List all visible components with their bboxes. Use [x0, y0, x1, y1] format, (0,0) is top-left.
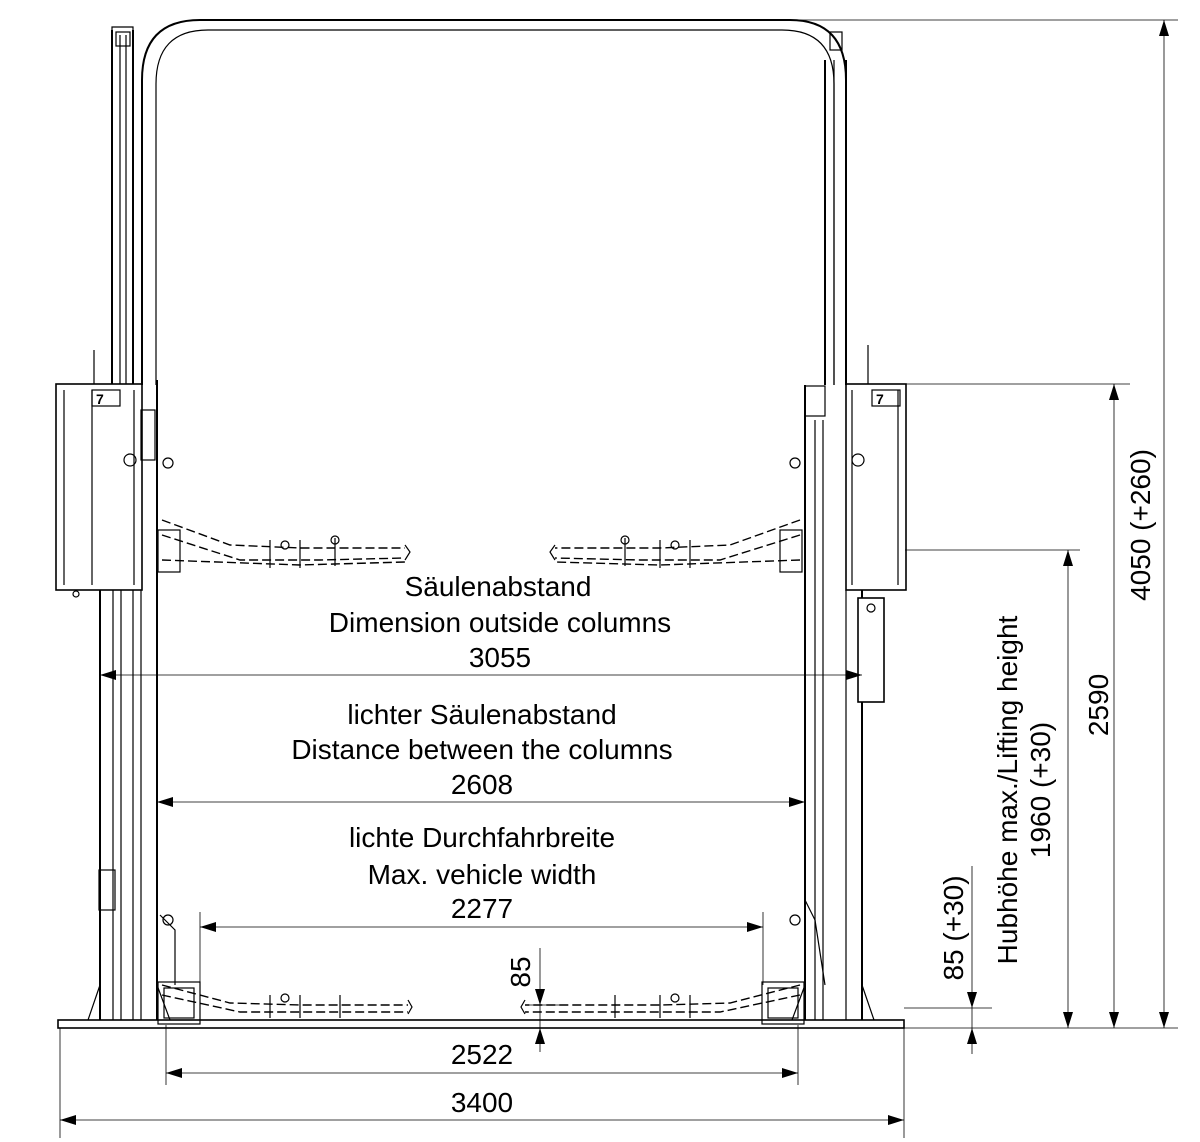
column-spacing-de: Säulenabstand	[405, 571, 592, 602]
drive-width-en: Max. vehicle width	[368, 859, 597, 890]
arm-height-value: 85	[505, 956, 536, 987]
right-logo: 7	[876, 391, 884, 407]
lifting-height-label: Hubhöhe max./Lifting height	[992, 615, 1023, 964]
base-plate	[57, 1019, 905, 1029]
left-logo: 7	[96, 391, 104, 407]
drive-width-de: lichte Durchfahrbreite	[349, 822, 615, 853]
left-column: 7	[55, 26, 174, 1025]
dim-arm-height: 85	[505, 948, 560, 1052]
column-spacing-en: Dimension outside columns	[329, 607, 671, 638]
base-outer-value: 3400	[451, 1087, 513, 1118]
column-spacing-value: 3055	[469, 642, 531, 673]
dim-lifting-height: Hubhöhe max./Lifting height 1960 (+30)	[992, 615, 1056, 964]
total-height-value: 4050 (+260)	[1125, 449, 1156, 601]
clear-spacing-value: 2608	[451, 769, 513, 800]
dim-column-height-2590: 2590	[905, 549, 1114, 1028]
upper-arms	[157, 519, 803, 573]
clear-spacing-en: Distance between the columns	[291, 734, 672, 765]
clear-spacing-de: lichter Säulenabstand	[347, 699, 616, 730]
dim-base-inner: 2522	[165, 1025, 799, 1085]
min-height-value: 85 (+30)	[938, 875, 969, 980]
column-height-value: 2590	[1083, 674, 1114, 736]
drive-width-value: 2277	[451, 893, 513, 924]
dim-outside-columns: Säulenabstand Dimension outside columns …	[100, 571, 862, 680]
lifting-height-value: 1960 (+30)	[1025, 722, 1056, 858]
dim-base-outer: 3400	[59, 1028, 905, 1138]
lower-arms	[157, 899, 826, 1025]
dim-vehicle-width: lichte Durchfahrbreite Max. vehicle widt…	[199, 822, 764, 985]
dim-between-columns: lichter Säulenabstand Distance between t…	[157, 699, 805, 807]
dim-total-height: 4050 (+260)	[790, 19, 1178, 1029]
right-column: 7	[789, 60, 907, 1025]
dim-min-height: 85 (+30)	[904, 866, 992, 1054]
top-beam	[115, 19, 847, 385]
base-inner-value: 2522	[451, 1039, 513, 1070]
